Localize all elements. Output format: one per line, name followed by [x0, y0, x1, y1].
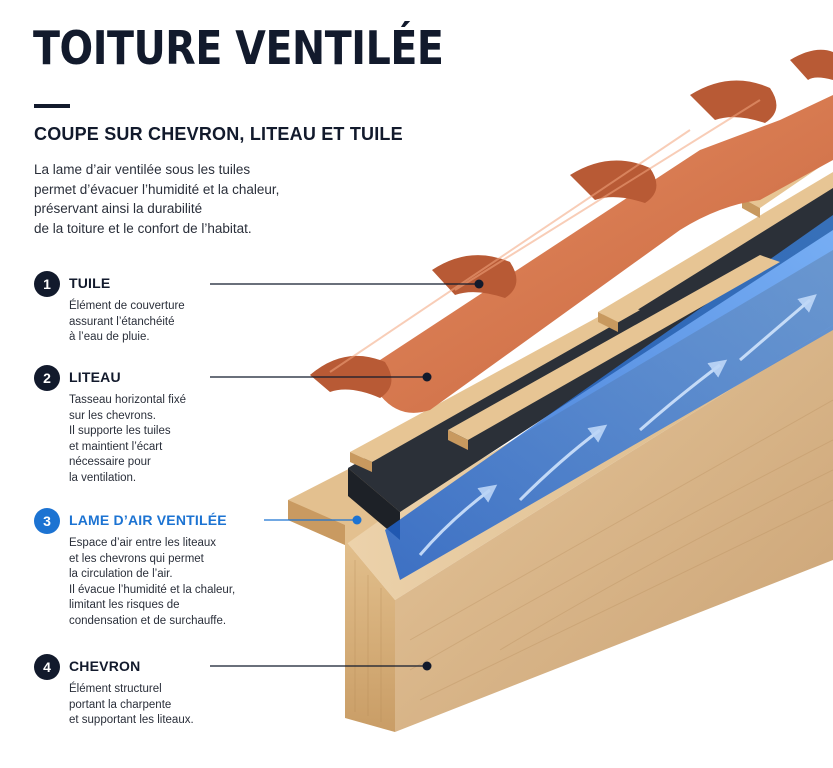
legend-description-line: la circulation de l’air. — [69, 568, 173, 580]
leader-dot-chevron — [422, 661, 432, 671]
intro-paragraph: La lame d’air ventilée sous les tuiles p… — [34, 160, 334, 238]
legend-description-line: condensation et de surchauffe. — [69, 614, 227, 627]
legend-description-line: nécessaire pour — [69, 456, 151, 468]
legend-description-line: assurant l’étanchéité — [69, 315, 175, 328]
legend-description: Élément de couverture assurant l’étanché… — [69, 299, 279, 346]
legend-number-badge: 3 — [34, 508, 60, 534]
legend-description-line: et les chevrons qui permet — [69, 552, 204, 565]
legend-description-line: limitant les risques de — [69, 599, 180, 611]
legend-description-line: Il évacue l’humidité et la chaleur, — [69, 583, 236, 596]
legend-title: LAME D’AIR VENTILÉE — [69, 512, 227, 528]
legend-description-line: Il supporte les tuiles — [69, 425, 171, 437]
legend-description-line: la ventilation. — [69, 471, 137, 484]
legend-description-line: à l’eau de pluie. — [69, 331, 150, 343]
legend-description: Tasseau horizontal fixé sur les chevrons… — [69, 393, 279, 486]
legend-description-line: Tasseau horizontal fixé — [69, 394, 186, 406]
legend-description-line: Élément de couverture — [69, 300, 185, 312]
legend-description-line: et supportant les liteaux. — [69, 714, 194, 726]
intro-line: préservant ainsi la durabilité — [34, 201, 203, 216]
leader-dot-tuile — [474, 279, 484, 289]
legend-description-line: portant la charpente — [69, 698, 172, 711]
page-title: TOITURE VENTILÉE — [33, 21, 444, 75]
page-subtitle: COUPE SUR CHEVRON, LITEAU ET TUILE — [34, 124, 403, 144]
legend-description-line: Élément structurel — [69, 683, 162, 695]
legend-title: CHEVRON — [69, 658, 141, 674]
legend-title: TUILE — [69, 275, 111, 291]
intro-line: permet d’évacuer l’humidité et la chaleu… — [34, 181, 280, 197]
legend-description-line: Espace d’air entre les liteaux — [69, 537, 217, 549]
leader-lines — [210, 283, 478, 667]
legend-number-badge: 4 — [34, 654, 60, 680]
legend-number-badge: 2 — [34, 365, 60, 391]
intro-line: de la toiture et le confort de l’habitat… — [34, 220, 252, 236]
legend-number-badge: 1 — [34, 271, 60, 297]
legend-title: LITEAU — [69, 369, 121, 385]
legend-description: Élément structurel portant la charpente … — [69, 682, 279, 729]
title-divider — [34, 104, 70, 108]
air-gap-graphic — [385, 215, 833, 580]
legend-description: Espace d’air entre les liteaux et les ch… — [69, 536, 279, 629]
legend-description-line: sur les chevrons. — [69, 409, 156, 422]
leader-dot-liteau — [422, 372, 432, 382]
leader-dot-lame-air — [352, 515, 362, 525]
intro-line: La lame d’air ventilée sous les tuiles — [34, 162, 251, 177]
legend-description-line: et maintient l’écart — [69, 440, 163, 453]
